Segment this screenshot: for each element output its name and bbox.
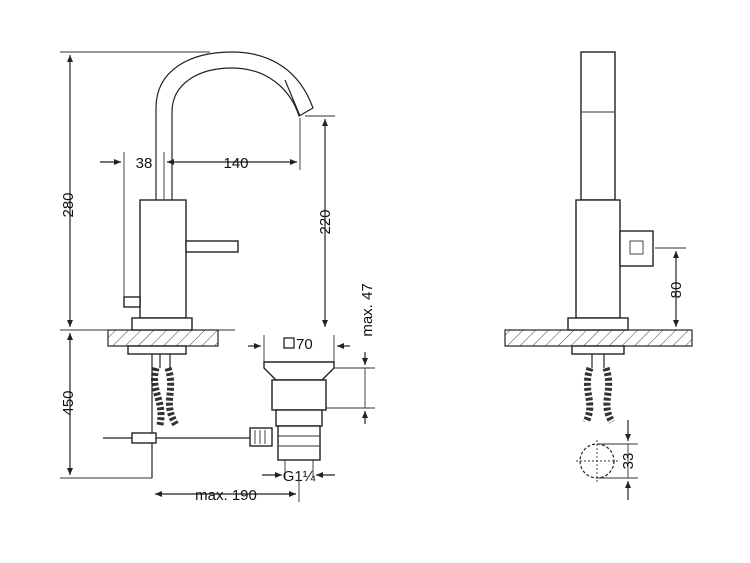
side-body xyxy=(575,199,621,319)
dim-waste-size: 70 xyxy=(296,336,313,353)
dim-lever-height: 80 xyxy=(668,282,685,299)
side-lever xyxy=(619,230,654,267)
dim-max-reach: max. 190 xyxy=(195,487,257,504)
dim-total-height: 280 xyxy=(60,192,77,217)
mixer-body xyxy=(139,199,187,319)
side-deck-slab xyxy=(504,329,693,347)
mounting-nut xyxy=(127,345,187,355)
side-flex-hose xyxy=(582,366,594,424)
waste-fitting xyxy=(249,361,335,478)
body-base xyxy=(131,317,193,331)
dim-waste-thread: G1¼ xyxy=(283,468,316,485)
square-symbol-icon xyxy=(283,337,295,349)
dim-max-thickness: max. 47 xyxy=(359,283,376,336)
dim-spout-reach: 140 xyxy=(223,155,248,172)
dim-below-deck: 450 xyxy=(60,390,77,415)
dim-hole-diameter: 33 xyxy=(620,453,637,470)
dim-spout-height: 220 xyxy=(317,209,334,234)
side-spout xyxy=(580,51,616,201)
front-view: 280 450 38 140 220 70 max. 47 G xyxy=(60,51,376,504)
deck-slab xyxy=(107,329,219,347)
spout xyxy=(155,51,314,200)
lever xyxy=(185,240,239,253)
dim-spout-offset: 38 xyxy=(136,155,153,172)
side-view: 80 33 xyxy=(504,51,693,500)
flex-hose xyxy=(151,367,165,426)
popup-knob xyxy=(123,296,141,308)
